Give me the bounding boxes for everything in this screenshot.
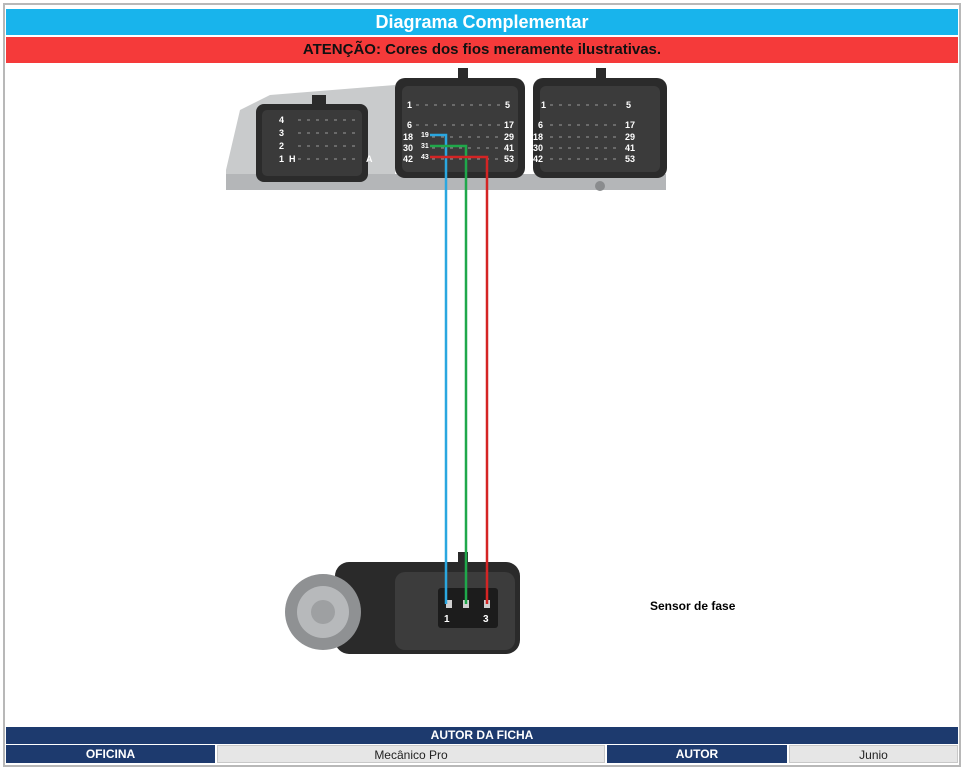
ecu-right-pin-label: 5 bbox=[626, 100, 631, 110]
ecu-left-pin-label: 4 bbox=[279, 115, 284, 125]
ecu-left-pin-label: 2 bbox=[279, 141, 284, 151]
ecu-mid-pin-label: 19 bbox=[421, 132, 429, 139]
ecu-mid-pin-label: 42 bbox=[403, 154, 413, 164]
ecu-right-pin-label: 17 bbox=[625, 120, 635, 130]
wire-red bbox=[430, 155, 489, 604]
ecu-left-pin-label: 1 bbox=[279, 154, 284, 164]
ecu-mid-pin-label: 43 bbox=[421, 154, 429, 161]
wire-green bbox=[430, 144, 468, 604]
ecu-mid-pin-label: 53 bbox=[504, 154, 514, 164]
ecu-right-pin-label: 53 bbox=[625, 154, 635, 164]
footer-heading: AUTOR DA FICHA bbox=[6, 727, 958, 744]
sensor-pin-label: 1 bbox=[444, 614, 450, 625]
sensor-pin-label: 3 bbox=[483, 614, 489, 625]
ecu-right-pin-label: 30 bbox=[533, 143, 543, 153]
ecu-mid-pin-label: 18 bbox=[403, 132, 413, 142]
sensor-label: Sensor de fase bbox=[650, 599, 736, 613]
page-title: Diagrama Complementar bbox=[6, 9, 958, 35]
wire-blue bbox=[430, 133, 448, 604]
ecu-mid-pin-label: 41 bbox=[504, 143, 514, 153]
sensor-image bbox=[285, 552, 520, 654]
ecu-image bbox=[226, 68, 667, 191]
ecu-mid-pin-label: 31 bbox=[421, 143, 429, 150]
color-warning: ATENÇÃO: Cores dos fios meramente ilustr… bbox=[6, 37, 958, 63]
ecu-mid-pin-label: 30 bbox=[403, 143, 413, 153]
ecu-mid-pin-label: 1 bbox=[407, 100, 412, 110]
ecu-right-pin-label: 6 bbox=[538, 120, 543, 130]
autor-value: Junio bbox=[789, 745, 958, 763]
ecu-left-pin-label: H bbox=[289, 154, 296, 164]
oficina-label: OFICINA bbox=[6, 745, 215, 763]
autor-label: AUTOR bbox=[607, 745, 787, 763]
ecu-mid-pin-label: 29 bbox=[504, 132, 514, 142]
ecu-right-pin-label: 29 bbox=[625, 132, 635, 142]
oficina-value: Mecânico Pro bbox=[217, 745, 605, 763]
ecu-right-pin-label: 42 bbox=[533, 154, 543, 164]
ecu-mid-pin-label: 6 bbox=[407, 120, 412, 130]
ecu-mid-pin-label: 5 bbox=[505, 100, 510, 110]
ecu-right-pin-label: 41 bbox=[625, 143, 635, 153]
ecu-right-pin-label: 18 bbox=[533, 132, 543, 142]
ecu-left-pin-label: A bbox=[366, 154, 373, 164]
ecu-right-pin-label: 1 bbox=[541, 100, 546, 110]
ecu-left-pin-label: 3 bbox=[279, 128, 284, 138]
ecu-mid-pin-label: 17 bbox=[504, 120, 514, 130]
footer-row: OFICINA Mecânico Pro AUTOR Junio bbox=[6, 745, 958, 763]
